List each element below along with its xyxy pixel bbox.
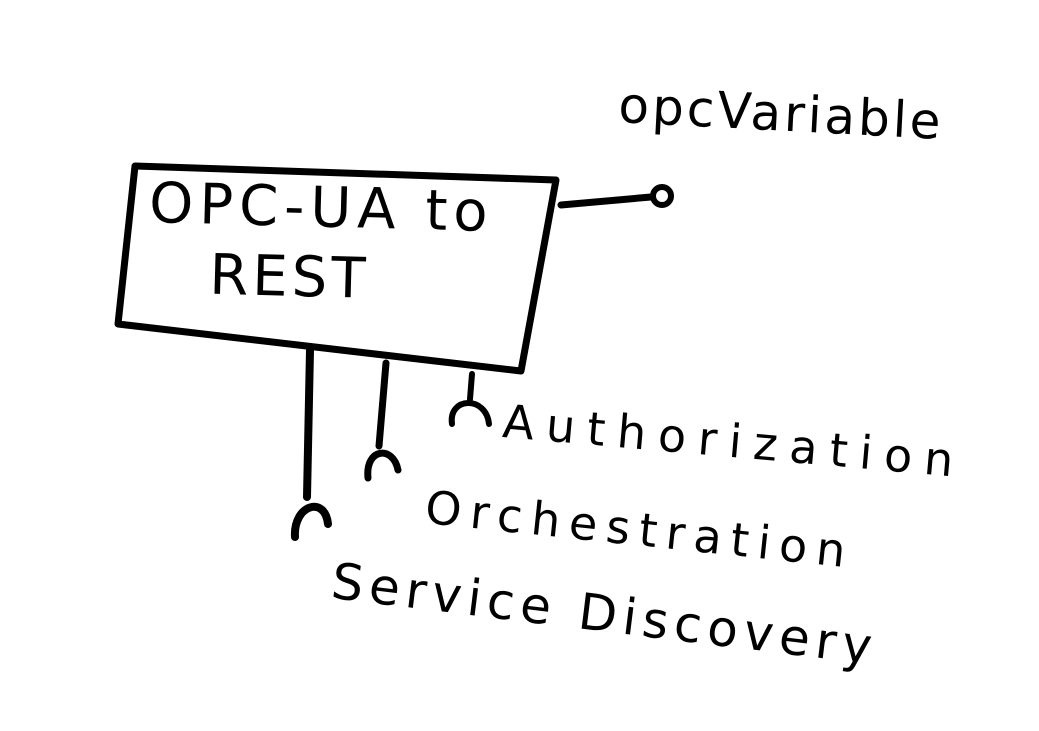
required-interface-socket-service-discovery	[290, 502, 332, 541]
required-interface-connector-orchestration	[375, 359, 390, 450]
required-interface-connector-service-discovery	[303, 346, 314, 501]
component-title-line2: REST	[208, 242, 371, 312]
component-title: OPC-UA to REST	[147, 171, 494, 312]
required-interface-socket-orchestration	[364, 449, 402, 482]
provided-interface-ball	[650, 184, 674, 208]
provided-interface-connector	[557, 193, 655, 209]
component-box	[114, 162, 560, 375]
required-interface-connector-authorization	[467, 371, 475, 402]
component-title-line1: OPC-UA to	[148, 171, 495, 245]
required-interface-socket-authorization	[448, 400, 492, 427]
